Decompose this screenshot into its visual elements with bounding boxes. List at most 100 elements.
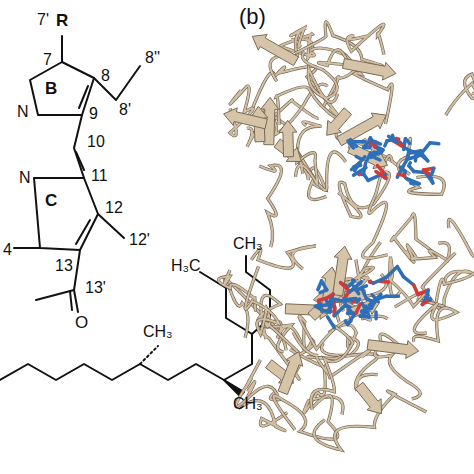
coil	[274, 395, 338, 439]
coil	[295, 22, 382, 67]
carbonyl	[70, 290, 78, 312]
coil	[245, 266, 279, 334]
cofactor-stick	[362, 308, 372, 311]
coil	[363, 156, 393, 258]
cofactor-stick	[321, 303, 329, 307]
cofactor-stick	[356, 304, 360, 313]
cofactor-stick	[392, 135, 393, 139]
coil	[363, 156, 393, 258]
coil	[389, 257, 425, 307]
atom-label: 12'	[128, 232, 151, 248]
double-bond	[79, 86, 88, 108]
phytyl-chain	[0, 256, 270, 380]
cofactor-stick	[354, 165, 361, 166]
atom-label: C	[44, 192, 58, 209]
atom-label: 13'	[84, 280, 107, 296]
cofactor-stick	[356, 156, 362, 159]
beta-strand	[333, 246, 352, 296]
coil	[259, 165, 281, 247]
coil	[293, 332, 371, 377]
cofactor-stick	[405, 139, 409, 144]
coil	[398, 138, 444, 194]
cofactor-stick	[353, 278, 355, 282]
ring-c	[34, 178, 98, 250]
coil	[446, 74, 474, 115]
coil	[422, 253, 472, 309]
cofactor-stick	[336, 300, 346, 302]
atom-label: 12	[104, 200, 124, 216]
double-bond	[76, 152, 84, 170]
panel-label: (b)	[238, 6, 267, 28]
cofactor-stick	[349, 281, 354, 286]
coil	[302, 52, 337, 103]
cofactor-stick	[369, 140, 380, 144]
cofactor-stick	[398, 174, 404, 175]
cofactor-stick	[374, 312, 378, 319]
coil	[338, 172, 389, 218]
atom-label: B	[44, 80, 58, 97]
cofactor-stick	[387, 267, 398, 277]
cofactor-stick	[403, 277, 413, 285]
cofactor-stick	[364, 142, 369, 148]
cofactor-stick	[352, 162, 361, 169]
beta-strand	[343, 59, 396, 81]
coil	[224, 279, 286, 350]
coil	[311, 324, 353, 409]
coil	[407, 243, 449, 261]
beta-strand	[279, 120, 297, 157]
cofactor-stick	[318, 281, 322, 290]
cofactor-stick	[406, 178, 419, 183]
coil	[295, 22, 382, 67]
cofactor-stick	[344, 301, 348, 302]
atom-label: CH₃	[142, 324, 174, 340]
cofactor-stick	[327, 317, 334, 328]
cofactor-stick	[409, 163, 411, 166]
hashed-bond	[140, 346, 158, 364]
coil	[245, 266, 279, 334]
coil	[422, 253, 472, 309]
atom-label: N	[16, 104, 30, 120]
coil	[413, 303, 457, 342]
cofactor-stick	[409, 151, 421, 154]
atom-label: 8	[100, 68, 111, 84]
atom-label: 8''	[144, 50, 161, 66]
cofactor-stick	[430, 143, 439, 144]
cofactor-stick	[409, 151, 421, 154]
coil	[311, 324, 353, 409]
cofactor-stick	[368, 175, 381, 181]
cofactor-stick	[352, 140, 365, 144]
cofactor-stick	[362, 288, 367, 299]
cofactor-stick	[386, 294, 398, 298]
bond	[14, 247, 40, 249]
atom-label: 4	[2, 242, 13, 258]
cofactor-stick	[425, 298, 430, 299]
coil	[407, 243, 449, 261]
atom-label: 13	[54, 258, 74, 274]
cofactor-stick	[345, 321, 347, 325]
coil	[224, 279, 286, 350]
atom-label: 10	[86, 134, 106, 150]
double-bond	[76, 220, 90, 244]
cofactor-stick	[350, 282, 362, 292]
bond	[61, 36, 63, 62]
cofactor-stick	[348, 141, 354, 148]
atom-label: 7	[42, 52, 53, 68]
cofactor-stick	[341, 283, 350, 292]
cofactor-stick	[334, 305, 346, 316]
coil	[338, 172, 389, 218]
beta-strand	[252, 35, 298, 66]
atom-label: CH₃	[232, 236, 264, 252]
atom-label: 7'	[36, 12, 50, 28]
atom-label: H₃C	[170, 258, 202, 274]
cofactor-stick	[373, 277, 386, 283]
coil	[398, 138, 444, 194]
beta-strand	[327, 108, 352, 135]
atom-label: CH₃	[232, 396, 264, 412]
beta-strand	[224, 108, 268, 129]
cofactor-stick	[367, 299, 372, 302]
cofactor-stick	[376, 172, 386, 179]
ethyl-bond	[94, 66, 140, 100]
atom-label: 11	[90, 168, 109, 184]
atom-label: 9	[88, 106, 99, 122]
atom-label: R	[55, 12, 69, 29]
